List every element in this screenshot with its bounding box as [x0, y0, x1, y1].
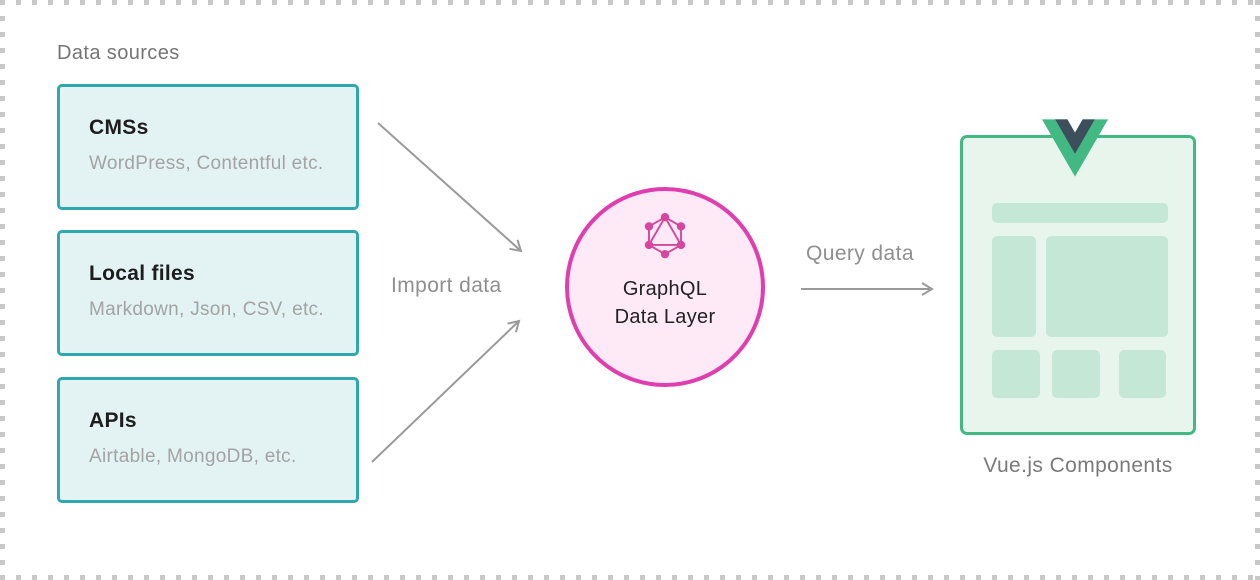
- graphql-data-layer-node: GraphQL Data Layer: [565, 187, 765, 387]
- dashed-border-right: [1255, 0, 1260, 580]
- vuejs-components-node: [960, 135, 1196, 435]
- vuejs-components-label: Vue.js Components: [983, 454, 1173, 477]
- source-box-local-files: Local files Markdown, Json, CSV, etc.: [57, 230, 359, 356]
- dashed-border-left: [0, 0, 5, 580]
- import-data-label: Import data: [391, 274, 502, 297]
- vue-skeleton-sidebar-block: [992, 236, 1036, 337]
- graphql-title-line2: Data Layer: [614, 306, 716, 328]
- vue-skeleton-card-1: [992, 350, 1040, 398]
- arrow-apis-to-graphql: [371, 319, 521, 463]
- dashed-border-top: [0, 0, 1260, 5]
- query-data-label: Query data: [806, 242, 914, 265]
- source-box-title: Local files: [89, 262, 196, 285]
- source-box-subtitle: Airtable, MongoDB, etc.: [89, 446, 297, 467]
- source-box-title: CMSs: [89, 116, 149, 139]
- dashed-border-bottom: [0, 575, 1260, 580]
- vue-skeleton-card-3: [1119, 350, 1166, 398]
- arrow-cms-to-graphql: [377, 122, 523, 253]
- graphql-title-line1: GraphQL: [622, 278, 708, 300]
- source-box-subtitle: WordPress, Contentful etc.: [89, 153, 324, 174]
- source-box-title: APIs: [89, 409, 137, 432]
- graphql-node-title: GraphQL Data Layer: [615, 275, 716, 331]
- source-box-apis: APIs Airtable, MongoDB, etc.: [57, 377, 359, 503]
- source-box-subtitle: Markdown, Json, CSV, etc.: [89, 299, 324, 320]
- vue-skeleton-card-2: [1052, 350, 1100, 398]
- data-sources-label: Data sources: [57, 42, 180, 64]
- vue-skeleton-main-block: [1046, 236, 1168, 337]
- graphql-logo-icon: [644, 213, 686, 259]
- vue-skeleton-header-bar: [992, 203, 1168, 223]
- vue-logo-icon: [1042, 119, 1108, 177]
- source-box-cms: CMSs WordPress, Contentful etc.: [57, 84, 359, 210]
